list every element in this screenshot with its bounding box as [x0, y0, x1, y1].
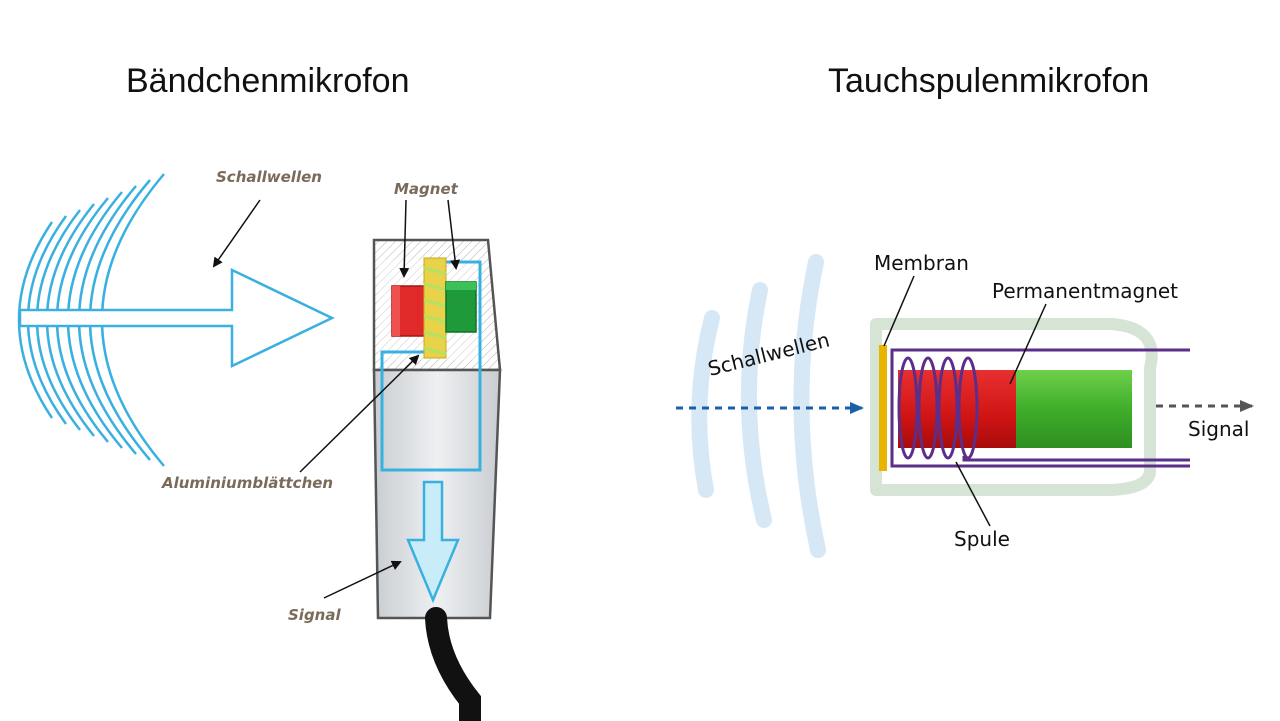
mic-cable: [425, 607, 481, 721]
ribbon-microphone-title: Bändchenmikrofon: [126, 62, 410, 100]
sound-direction-arrow: [18, 268, 335, 368]
coil: [897, 356, 979, 460]
membrane: [879, 345, 887, 471]
magnet-green: [445, 281, 477, 333]
dynamic-sound-waves: [691, 254, 826, 558]
label-membran: Membran: [874, 251, 969, 275]
label-aluminiumblaettchen: Aluminiumblättchen: [161, 474, 333, 492]
aluminium-ribbon: [423, 257, 447, 359]
dynamic-mic-housing: [870, 318, 1158, 496]
label-schallwellen-right: Schallwellen: [705, 327, 832, 380]
ribbon-signal-arrow: [406, 480, 460, 604]
label-signal-right: Signal: [1188, 417, 1249, 441]
label-schallwellen-left: Schallwellen: [216, 168, 322, 186]
label-signal-left: Signal: [288, 606, 341, 624]
permanent-magnet-green: [1016, 370, 1132, 448]
label-spule: Spule: [954, 527, 1010, 551]
dynamic-microphone-title: Tauchspulenmikrofon: [828, 62, 1150, 100]
label-permanentmagnet: Permanentmagnet: [992, 279, 1178, 303]
label-magnet: Magnet: [394, 180, 459, 198]
ribbon-signal-wire: [380, 260, 482, 472]
magnet-frame: [890, 348, 1190, 468]
